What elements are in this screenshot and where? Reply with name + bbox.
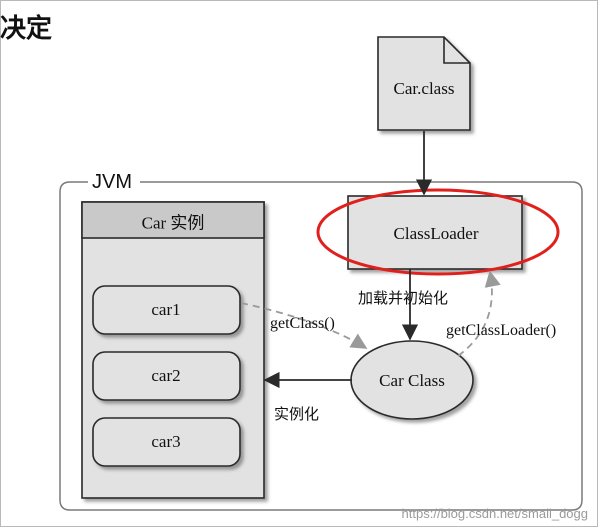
instance-car3: car3 [151, 432, 181, 451]
car3-shape [92, 417, 241, 467]
class-loader-shape [347, 195, 523, 270]
edge-instantiate: 实例化 [274, 405, 320, 423]
jvm-container [59, 181, 583, 511]
instance-car1: car1 [151, 300, 181, 319]
watermark: https://blog.csdn.net/small_dogg [401, 506, 588, 521]
edge-load-init: 加载并初始化 [358, 289, 449, 307]
highlight-ellipse [316, 188, 560, 276]
edge-get-class: getClass() [270, 315, 335, 332]
instances-header: Car 实例 [141, 213, 205, 233]
class-loader-label: ClassLoader [393, 224, 479, 243]
arrow-get-class-loader [457, 270, 501, 357]
car1-shape [92, 285, 241, 335]
arrow-get-class [240, 302, 368, 349]
car-class-label: Car Class [379, 371, 445, 390]
edge-get-class-loader: getClassLoader() [446, 322, 557, 339]
class-file-label: Car.class [393, 79, 455, 98]
class-file-shape [377, 36, 471, 131]
jvm-label: JVM [92, 171, 132, 193]
car2-shape [92, 351, 241, 401]
page-heading: 决定 [0, 14, 53, 44]
instance-car2: car2 [151, 366, 181, 385]
instances-header-bg [81, 201, 265, 239]
class-file-fold [443, 37, 470, 64]
